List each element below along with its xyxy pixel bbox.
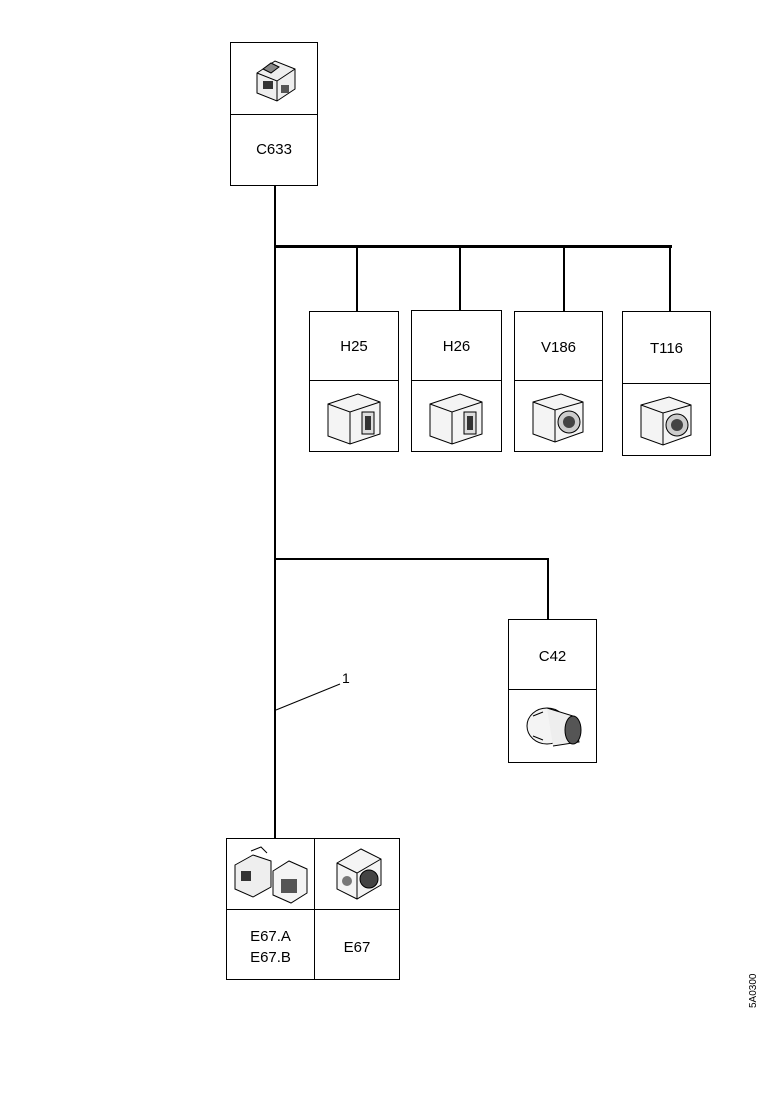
connector-icon: [231, 843, 311, 905]
connector-icon: [249, 51, 301, 105]
connector-icon: [322, 386, 388, 448]
connector-e67a-label: E67.A: [250, 928, 291, 945]
main-trunk-wire: [274, 186, 276, 838]
lower-bus-wire: [274, 558, 549, 560]
connector-h26-label: H26: [442, 338, 471, 355]
connector-c633[interactable]: C633: [230, 42, 318, 186]
branch-t116-wire: [669, 247, 671, 312]
connector-icon: [635, 389, 699, 451]
connector-c42[interactable]: C42: [508, 619, 597, 763]
connector-icon: [519, 696, 589, 758]
document-id: 5A0300: [748, 973, 759, 1008]
connector-e67ab[interactable]: E67.A E67.B: [226, 838, 315, 980]
branch-h25-wire: [356, 247, 358, 312]
connector-e67[interactable]: E67: [314, 838, 400, 980]
connector-c42-label: C42: [538, 648, 567, 665]
connector-h25[interactable]: H25: [309, 311, 399, 452]
connector-v186[interactable]: V186: [514, 311, 603, 452]
branch-c42-wire: [547, 558, 549, 619]
connector-c633-label: C633: [256, 141, 292, 158]
connector-e67b-label: E67.B: [250, 949, 291, 966]
connector-t116[interactable]: T116: [622, 311, 711, 456]
connector-h26[interactable]: H26: [411, 310, 502, 452]
branch-h26-wire: [459, 247, 461, 312]
connector-t116-label: T116: [649, 340, 684, 357]
callout-leader-line: [275, 683, 341, 711]
upper-bus-wire: [274, 245, 672, 248]
connector-v186-label: V186: [540, 339, 577, 356]
connector-icon: [527, 386, 591, 448]
connector-icon: [424, 386, 490, 448]
connector-e67-label: E67: [343, 939, 371, 956]
callout-label: 1: [342, 670, 350, 686]
connector-h25-label: H25: [340, 338, 368, 355]
connector-icon: [327, 843, 389, 905]
branch-v186-wire: [563, 247, 565, 312]
